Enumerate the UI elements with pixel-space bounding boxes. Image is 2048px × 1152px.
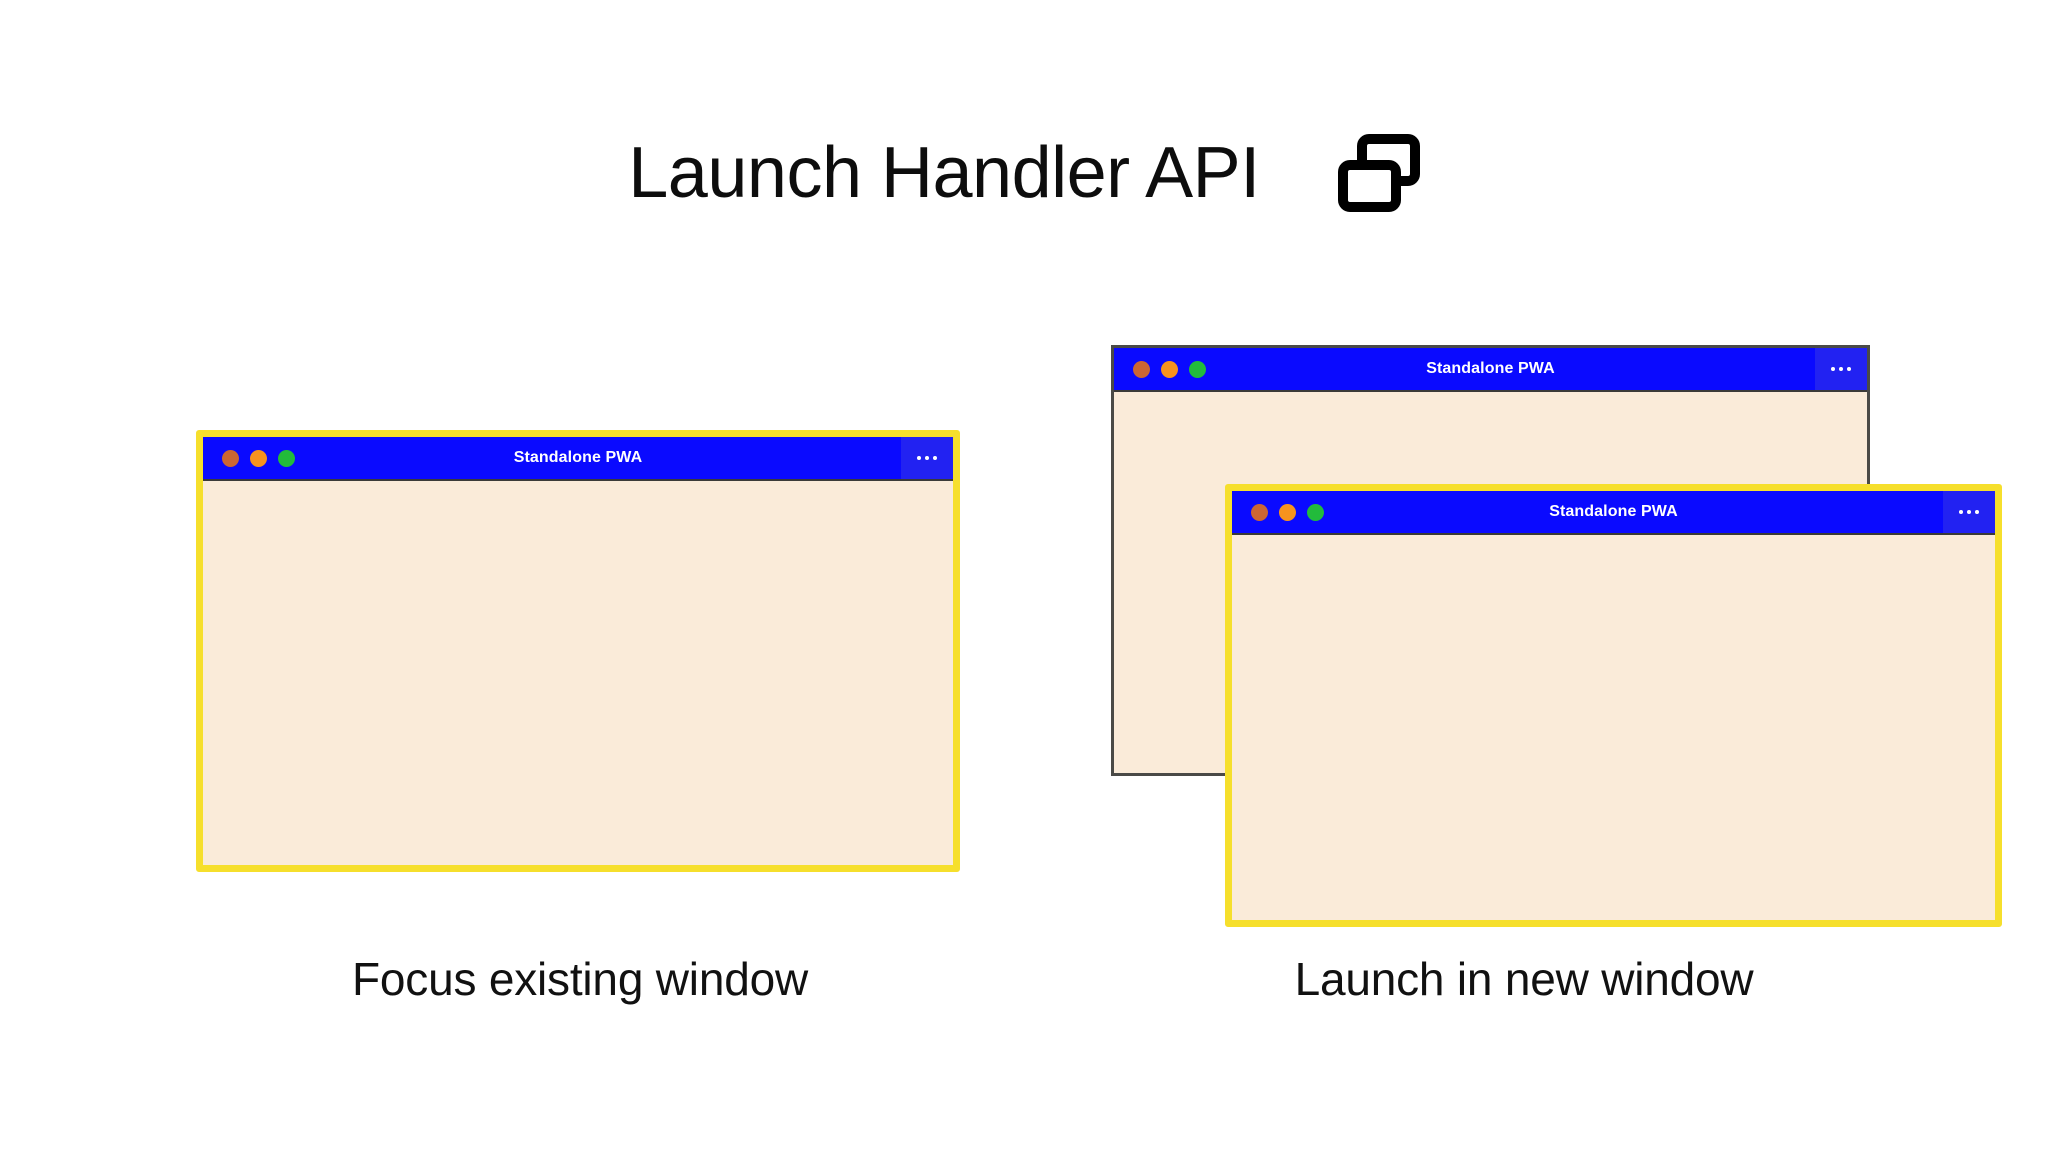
window-inner: Standalone PWA bbox=[203, 437, 953, 865]
window-inner: Standalone PWA bbox=[1232, 491, 1995, 920]
overflow-menu-button[interactable] bbox=[1943, 491, 1995, 533]
close-button-icon[interactable] bbox=[1133, 360, 1150, 378]
menu-dot-icon bbox=[925, 456, 929, 460]
window-title: Standalone PWA bbox=[1549, 503, 1678, 520]
window-titlebar[interactable]: Standalone PWA bbox=[1232, 491, 1995, 535]
window-titlebar[interactable]: Standalone PWA bbox=[1114, 348, 1867, 392]
window-content-area bbox=[203, 481, 953, 865]
menu-dot-icon bbox=[1975, 510, 1979, 514]
menu-dot-icon bbox=[917, 456, 921, 460]
window-title: Standalone PWA bbox=[1426, 360, 1555, 377]
maximize-button-icon[interactable] bbox=[278, 449, 295, 467]
menu-dot-icon bbox=[1967, 510, 1971, 514]
close-button-icon[interactable] bbox=[222, 449, 239, 467]
maximize-button-icon[interactable] bbox=[1307, 503, 1324, 521]
overflow-menu-button[interactable] bbox=[1815, 348, 1867, 390]
window-titlebar[interactable]: Standalone PWA bbox=[203, 437, 953, 481]
windows-stack-icon bbox=[1337, 134, 1420, 212]
overflow-menu-button[interactable] bbox=[901, 437, 953, 479]
caption-launch-in-new-window: Launch in new window bbox=[1294, 953, 1754, 1005]
menu-dot-icon bbox=[1831, 367, 1835, 371]
minimize-button-icon[interactable] bbox=[250, 449, 267, 467]
page-title: Launch Handler API bbox=[628, 133, 1260, 213]
page-header: Launch Handler API bbox=[0, 118, 2048, 228]
maximize-button-icon[interactable] bbox=[1189, 360, 1206, 378]
traffic-lights bbox=[222, 449, 295, 467]
pwa-window-focused-existing[interactable]: Standalone PWA bbox=[196, 430, 960, 872]
caption-focus-existing-window: Focus existing window bbox=[351, 953, 808, 1005]
menu-dot-icon bbox=[933, 456, 937, 460]
traffic-lights bbox=[1133, 360, 1206, 378]
menu-dot-icon bbox=[1839, 367, 1843, 371]
window-content-area bbox=[1232, 535, 1995, 920]
pwa-window-new-focused[interactable]: Standalone PWA bbox=[1225, 484, 2002, 927]
traffic-lights bbox=[1251, 503, 1324, 521]
close-button-icon[interactable] bbox=[1251, 503, 1268, 521]
minimize-button-icon[interactable] bbox=[1279, 503, 1296, 521]
menu-dot-icon bbox=[1959, 510, 1963, 514]
window-title: Standalone PWA bbox=[513, 449, 643, 466]
minimize-button-icon[interactable] bbox=[1161, 360, 1178, 378]
menu-dot-icon bbox=[1847, 367, 1851, 371]
